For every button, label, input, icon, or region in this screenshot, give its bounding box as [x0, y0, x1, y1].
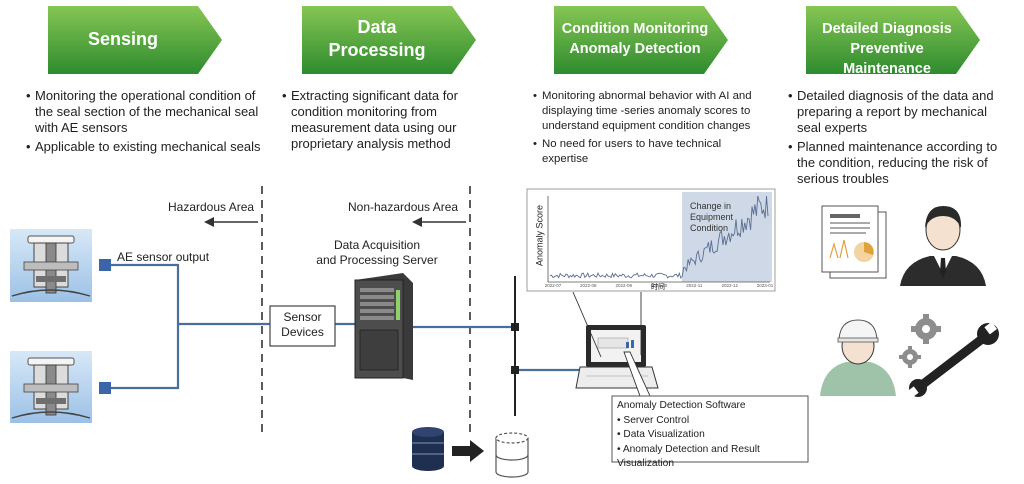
gear-icon — [899, 314, 941, 368]
stage-title-diagnosis: Detailed Diagnosis Preventive Maintenanc… — [822, 21, 952, 77]
sensor-devices-label: Sensor Devices — [281, 310, 324, 339]
transfer-arrow-icon — [452, 440, 484, 462]
chart-callout-left — [572, 291, 602, 358]
monitoring-bullets: Monitoring abnormal behavior with AI and… — [533, 89, 773, 170]
sensing-bullets: Monitoring the operational condition of … — [26, 88, 261, 158]
software-box-content: Anomaly Detection Software • Server Cont… — [617, 399, 807, 472]
ae-sensor-bottom — [99, 382, 111, 394]
database-icon — [412, 427, 444, 471]
stage-title-sensing: Sensing — [87, 29, 158, 49]
sensing-bullet: Monitoring the operational condition of … — [26, 88, 261, 136]
processing-bullet: Extracting significant data for conditio… — [282, 88, 507, 152]
chart-xtick-label: 2023-01 — [757, 283, 774, 288]
stage-title-processing: Data Processing — [328, 17, 426, 60]
expert-icon — [900, 206, 986, 286]
software-item: • Data Visualization — [617, 429, 705, 440]
hazardous-area-arrow — [204, 217, 258, 227]
engineer-icon — [820, 319, 896, 396]
ae-sensor-top — [99, 259, 111, 271]
server-tower-icon — [354, 273, 413, 380]
chart-xlabel: 时间 — [651, 284, 665, 291]
backup-database-icon — [495, 432, 529, 478]
network-node-top — [511, 323, 519, 331]
chart-xtick-label: 2022-11 — [686, 283, 703, 288]
report-document-icon — [821, 205, 887, 279]
sensor-devices-box — [269, 305, 336, 347]
chart-xtick-label: 2022-12 — [721, 283, 738, 288]
stage-arrow-sensing — [48, 6, 222, 74]
laptop-icon — [575, 325, 659, 389]
chart-ylabel: Anomaly Score — [534, 204, 545, 266]
anomaly-score-line — [549, 195, 769, 279]
software-item: • Anomaly Detection and Result Visualiza… — [617, 443, 760, 470]
non-hazardous-area-arrow — [412, 217, 466, 227]
software-item: • Server Control — [617, 414, 690, 426]
sensing-bullet: Applicable to existing mechanical seals — [26, 139, 261, 155]
processing-bullets: Extracting significant data for conditio… — [282, 88, 507, 155]
stage-arrow-diagnosis — [806, 6, 980, 74]
server-label: Data Acquisition and Processing Server — [316, 238, 438, 267]
sensor-wiring — [111, 263, 582, 390]
anomaly-chart-plot: 2022-07 2022-08 2022-09 2022-10 2022-11 2022-… — [545, 195, 774, 288]
diagnosis-bullet: Detailed diagnosis of the data and prepa… — [788, 88, 1013, 136]
monitoring-bullet: Monitoring abnormal behavior with AI and… — [533, 89, 773, 134]
mechanical-seal-image-bottom — [10, 351, 92, 423]
hazardous-area-label: Hazardous Area — [168, 200, 255, 214]
chart-xtick-label: 2022-07 — [545, 283, 562, 288]
non-hazardous-area-label: Non-hazardous Area — [348, 200, 459, 214]
software-title: Anomaly Detection Software — [617, 400, 746, 411]
chart-annotation: Change in Equipment Condition — [690, 201, 734, 233]
mechanical-seal-image-top — [10, 229, 92, 302]
network-node-bottom — [511, 366, 519, 374]
stage-arrow-monitoring — [554, 6, 728, 74]
ae-sensor-output-label: AE sensor output — [117, 250, 210, 264]
software-box — [611, 395, 809, 463]
monitoring-bullet: No need for users to have technical expe… — [533, 137, 742, 167]
chart-xtick-label: 2022-09 — [615, 283, 632, 288]
wrench-icon — [907, 321, 999, 398]
diagnosis-bullets: Detailed diagnosis of the data and prepa… — [788, 88, 1013, 190]
diagnosis-bullet: Planned maintenance according to the con… — [788, 139, 1013, 187]
stage-title-monitoring: Condition Monitoring Anomaly Detection — [561, 21, 709, 57]
chart-xtick-label: 2022-10 — [651, 283, 668, 288]
chart-xtick-label: 2022-08 — [580, 283, 597, 288]
stage-arrow-processing — [302, 6, 476, 74]
anomaly-chart-frame — [526, 188, 776, 292]
